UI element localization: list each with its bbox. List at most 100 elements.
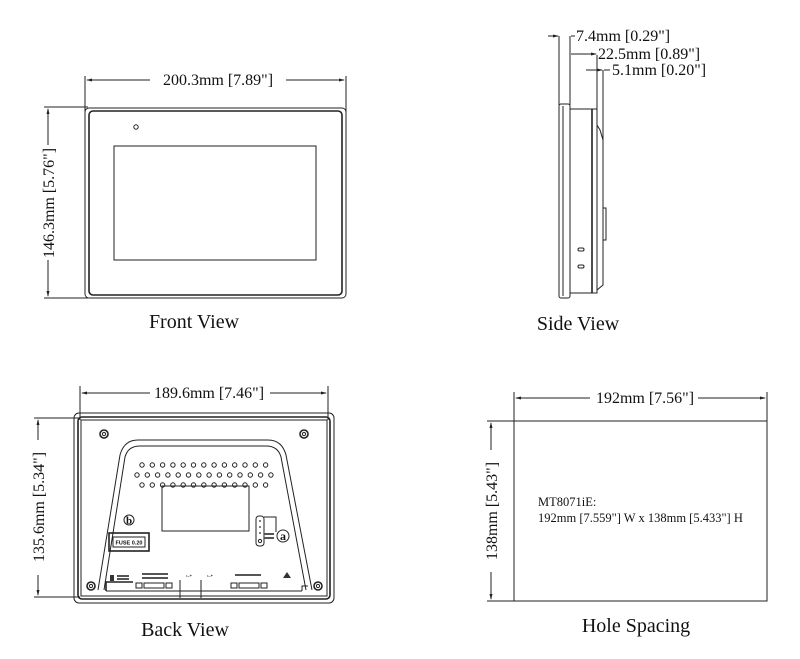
side-port-2 [577, 264, 585, 269]
dip-cover [264, 516, 277, 532]
com-port-left [135, 582, 173, 589]
vent-hole [180, 462, 186, 468]
vent-hole [165, 472, 171, 478]
front-view: 200.3mm [7.89"] 146.3mm [5.76"] Front Vi… [41, 72, 347, 333]
side-view-caption: Side View [537, 313, 620, 335]
vent-hole [190, 462, 197, 468]
dip-text-mark-1 [264, 533, 274, 535]
side-dim-1: 7.4mm [0.29"] [576, 28, 670, 45]
hole-width-dimension: 192mm [7.56"] [596, 390, 694, 407]
marker-a-circle [276, 529, 290, 543]
hole-model-label: MT8071iE: [538, 495, 596, 509]
screw-top-right [299, 429, 309, 439]
front-screen [113, 145, 317, 261]
side-dim-3: 5.1mm [0.20"] [612, 62, 706, 79]
screw-bottom-right [313, 581, 323, 591]
vent-hole [206, 472, 212, 478]
vent-hole [149, 482, 156, 488]
vent-hole [190, 482, 197, 488]
front-bezel-inner [88, 110, 343, 296]
marker-a: a [280, 529, 286, 543]
vent-hole [139, 462, 145, 468]
vent-hole [257, 472, 264, 478]
vent-hole [159, 482, 166, 488]
back-cover-inner [103, 445, 307, 591]
front-bezel-outer [84, 107, 347, 299]
vent-hole [216, 472, 223, 478]
fuse-holder [108, 532, 150, 552]
back-housing-inner [77, 416, 331, 600]
dip-text-mark-2 [264, 537, 274, 539]
reset-button [257, 538, 263, 544]
vent-hole [144, 472, 151, 478]
hole-cutout [513, 420, 768, 602]
vent-hole [237, 472, 243, 478]
marker-b-circle [123, 514, 135, 526]
com-port-right [230, 582, 268, 589]
side-view: 7.4mm [0.29"] 22.5mm [0.89"] 5.1mm [0.20… [537, 28, 706, 335]
dip-pin-3 [259, 532, 261, 534]
vent-hole [185, 472, 192, 478]
front-led-indicator [133, 124, 139, 130]
ethernet-icon [283, 572, 291, 578]
vent-hole [242, 462, 248, 468]
connector-strip-end [301, 585, 308, 591]
vent-hole [252, 482, 259, 488]
back-height-dimension: 135.6mm [5.34"] [31, 452, 48, 562]
hole-spacing-caption: Hole Spacing [582, 615, 690, 637]
vent-hole [232, 482, 238, 488]
power-icon [110, 575, 114, 581]
back-view-caption: Back View [141, 619, 229, 641]
vent-hole [221, 482, 228, 488]
vent-hole [175, 472, 181, 478]
vent-hole [154, 472, 161, 478]
dip-pin-1 [259, 520, 261, 522]
back-width-dimension: 189.6mm [7.46"] [154, 385, 264, 402]
vent-hole [180, 482, 186, 488]
usb-icon-1: •–+ [186, 573, 193, 578]
power-connector [105, 581, 133, 591]
vent-hole [211, 482, 217, 488]
power-text-mark-2 [117, 578, 129, 580]
vent-hole [211, 462, 217, 468]
front-view-caption: Front View [149, 311, 240, 333]
vent-holes [134, 462, 274, 488]
fuse-label-box [112, 536, 146, 548]
side-bezel [558, 103, 571, 299]
dip-switch [255, 515, 265, 547]
vent-hole [196, 472, 202, 478]
side-bracket [602, 207, 607, 241]
side-dim-2: 22.5mm [0.89"] [598, 46, 700, 63]
back-label-area [161, 485, 250, 532]
vent-hole [262, 462, 269, 468]
vent-hole [227, 472, 233, 478]
power-text-mark-1 [117, 575, 129, 577]
vent-hole [262, 482, 269, 488]
fuse-label: FUSE 0.20 [116, 541, 143, 547]
hole-spacing-view: 192mm [7.56"] 138mm [5.43"] MT8071iE: 19… [484, 390, 768, 637]
vent-hole [201, 462, 207, 468]
vent-hole [201, 482, 207, 488]
front-height-dimension: 146.3mm [5.76"] [41, 148, 58, 258]
hole-height-dimension: 138mm [5.43"] [484, 462, 501, 560]
back-cover-outer [97, 439, 313, 591]
screw-bottom-left [86, 581, 96, 591]
hole-spec-label: 192mm [7.559"] W x 138mm [5.433"] H [538, 511, 743, 525]
com-text-mark-1 [142, 573, 168, 575]
side-back-cover [596, 112, 604, 292]
vent-hole [232, 462, 238, 468]
vent-hole [170, 482, 176, 488]
side-port-1 [577, 247, 585, 252]
vent-hole [139, 482, 145, 488]
back-view: 189.6mm [7.46"] 135.6mm [5.34"] b FUSE 0… [31, 385, 335, 641]
back-housing-outer [73, 412, 335, 604]
vent-hole [242, 482, 248, 488]
marker-b: b [126, 515, 132, 527]
front-width-dimension: 200.3mm [7.89"] [163, 72, 273, 89]
vent-hole [221, 462, 228, 468]
usb-icon-2: •–+ [207, 573, 214, 578]
vent-hole [159, 462, 166, 468]
com3-text-mark [235, 574, 261, 576]
back-housing-rim [80, 419, 328, 597]
